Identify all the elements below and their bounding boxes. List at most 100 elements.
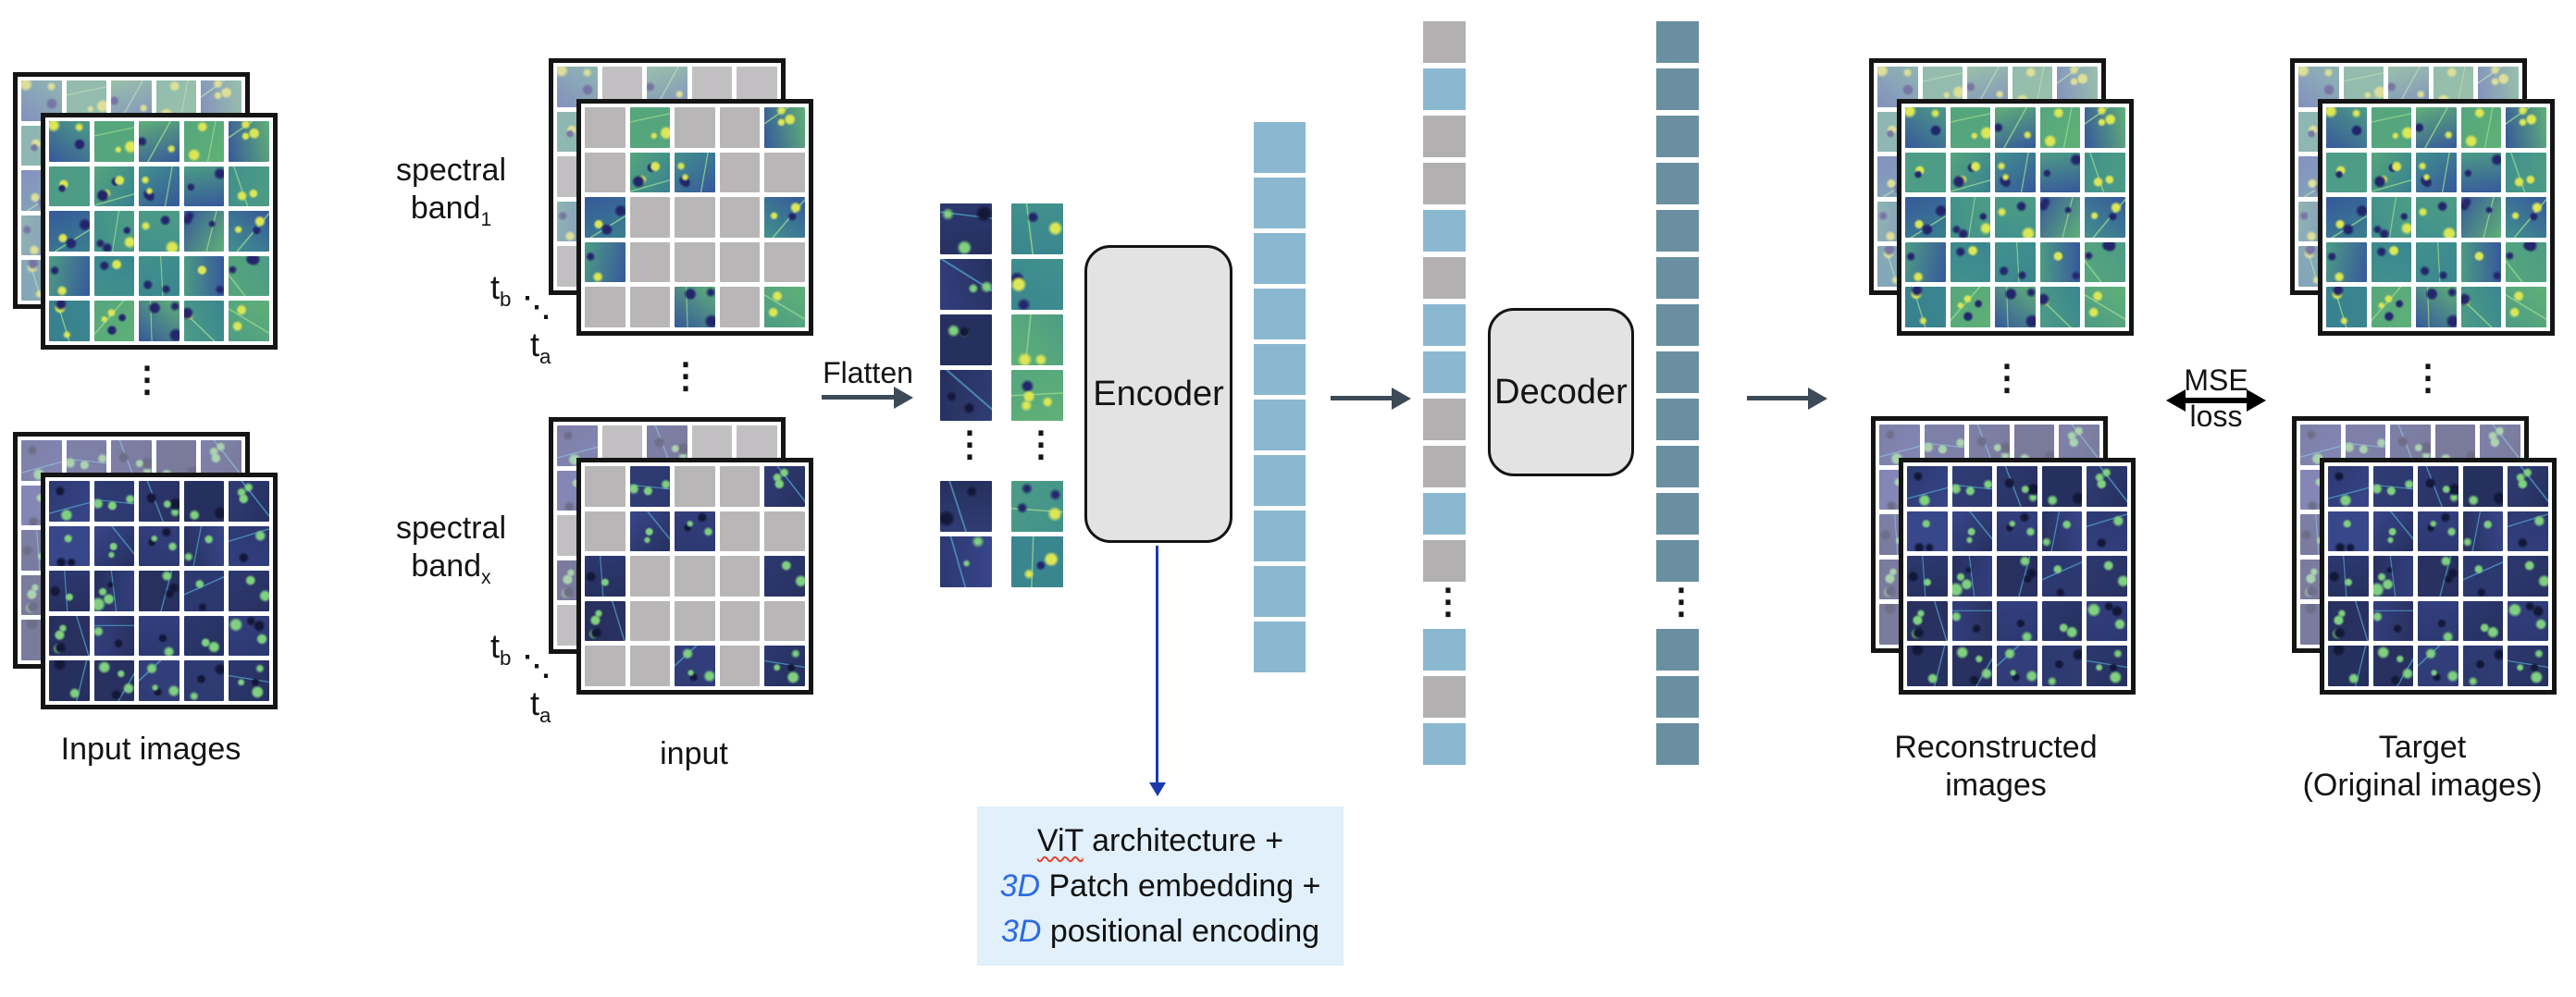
image-patch (2506, 152, 2546, 193)
token-blue (1254, 400, 1306, 450)
flattened-patch (1011, 370, 1063, 421)
image-patch (229, 481, 269, 522)
masked-stack-ellipsis: ⋮ (668, 357, 703, 396)
image-patch (2506, 241, 2546, 283)
image-patch (2326, 107, 2367, 148)
image-patch (183, 481, 225, 522)
image-patch (2416, 287, 2457, 327)
encoder-to-vit-line (1156, 546, 1158, 784)
t-diagonal-dots-bottom: ⋱ (523, 651, 551, 682)
image-patch (49, 255, 90, 297)
image-patch (2039, 152, 2081, 193)
token-blue (1254, 455, 1306, 506)
spectral-band-1-line1: spectral (395, 153, 507, 188)
masked-patch (719, 241, 761, 283)
mse-arrow-head-right (2247, 389, 2266, 412)
masked-patch (719, 466, 761, 507)
image-patch (1997, 600, 2037, 642)
image-patch (629, 511, 671, 552)
image-patch (49, 525, 90, 567)
image-patch (629, 152, 671, 193)
token-grey (1423, 21, 1466, 63)
image-patch (2506, 197, 2546, 238)
image-patch (1951, 466, 1993, 507)
token-slate (1656, 446, 1699, 487)
mse-arrow-shaft (2184, 398, 2248, 403)
image-patch (229, 571, 269, 611)
mse-arrow-head-left (2166, 389, 2186, 412)
decoder-input-tokens-top (1423, 21, 1466, 587)
image-patch (2506, 287, 2546, 327)
image-patch (1907, 511, 1948, 552)
masked-patch (585, 511, 625, 552)
image-patch (49, 301, 90, 341)
image-patch (2462, 511, 2504, 552)
image-patch (229, 615, 269, 657)
image-patch (49, 121, 90, 162)
input-label: input (660, 736, 728, 771)
flattened-patch (940, 259, 992, 310)
token-blue (1423, 493, 1466, 535)
image-patch (2372, 600, 2414, 642)
image-patch (49, 481, 90, 522)
image-patch (2041, 511, 2083, 552)
masked-patch (585, 152, 625, 193)
image-patch (93, 211, 135, 252)
image-patch (764, 556, 805, 597)
image-patch (1950, 241, 1991, 283)
masked-patch (629, 646, 671, 686)
image-patch (1907, 556, 1948, 597)
image-patch (1995, 197, 2036, 238)
image-patch (2085, 241, 2125, 283)
image-patch (2416, 107, 2457, 148)
image-patch (585, 197, 625, 238)
target-dark-front (2320, 458, 2557, 695)
image-patch (183, 525, 225, 567)
image-patch (2328, 600, 2369, 642)
image-patch (49, 660, 90, 701)
vit-line-2: 3D Patch embedding + (999, 868, 1321, 904)
image-patch (1905, 241, 1946, 283)
image-patch (49, 166, 90, 207)
token-blue (1423, 351, 1466, 393)
reconstructed-green-front (1897, 99, 2134, 336)
image-patch (2372, 511, 2414, 552)
image-patch (93, 166, 135, 207)
image-patch (1951, 511, 1993, 552)
image-patch (2371, 107, 2412, 148)
masked-patch (629, 600, 671, 642)
token-slate (1656, 723, 1699, 765)
image-patch (183, 571, 225, 611)
image-patch (2416, 241, 2457, 283)
image-patch (2418, 511, 2458, 552)
token-blue (1254, 289, 1306, 339)
flattened-patch (940, 481, 992, 532)
image-patch (139, 121, 180, 162)
flattened-patch-column-1-bottom (940, 481, 992, 592)
masked-patch (719, 556, 761, 597)
image-patch (183, 255, 225, 297)
image-patch (1905, 152, 1946, 193)
token-slate (1656, 21, 1699, 63)
image-patch (1951, 646, 1993, 686)
image-patch (2326, 241, 2367, 283)
spectral-band-1-base: band (410, 191, 481, 227)
vit-line-1: ViT architecture + (1036, 822, 1284, 858)
image-patch (2039, 287, 2081, 327)
encoder-output-tokens (1254, 122, 1306, 677)
image-patch (2039, 107, 2081, 148)
image-patch (1907, 646, 1948, 686)
image-patch (229, 255, 269, 297)
image-patch (2041, 556, 2083, 597)
masked-patch (585, 287, 625, 327)
image-patch (183, 660, 225, 701)
decoder-output-tokens-bottom (1656, 629, 1699, 770)
image-patch (1907, 466, 1948, 507)
spectral-band-x-base: band (411, 548, 482, 585)
image-patch (2372, 646, 2414, 686)
token-slate (1656, 257, 1699, 299)
image-patch (183, 121, 225, 162)
image-patch (1907, 600, 1948, 642)
image-patch (2418, 600, 2458, 642)
token-blue (1254, 178, 1306, 228)
